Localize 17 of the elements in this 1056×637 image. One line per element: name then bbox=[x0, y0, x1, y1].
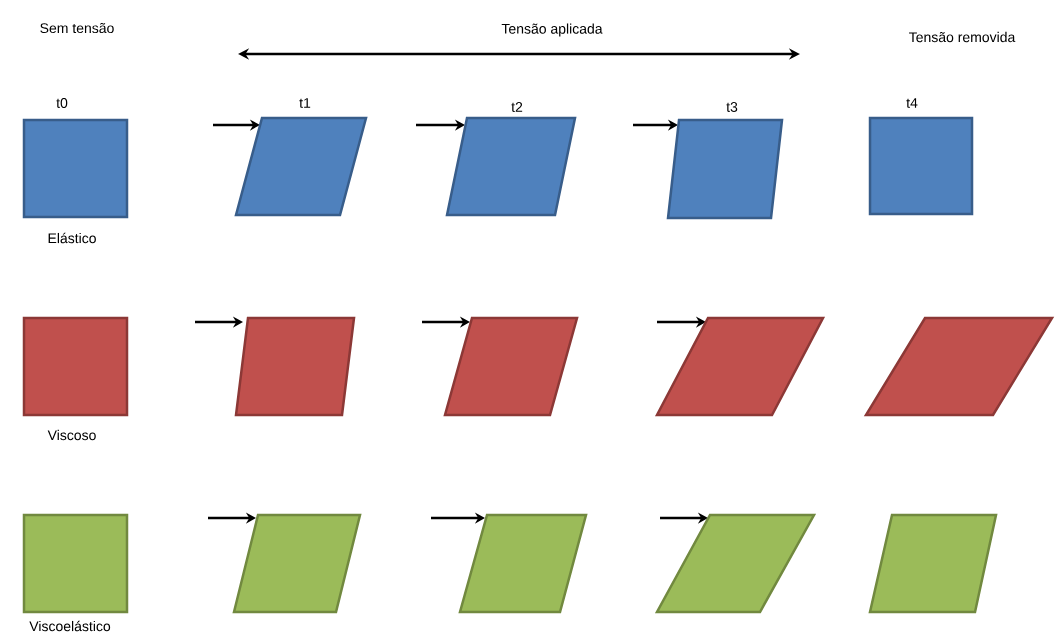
parallelogram-shape bbox=[234, 116, 368, 217]
parallelogram-shape bbox=[443, 316, 579, 417]
parallelogram-shape bbox=[868, 513, 998, 614]
column-heading: Tensão removida bbox=[909, 31, 1016, 43]
row-label: Elástico bbox=[48, 232, 96, 244]
row-label: Viscoso bbox=[47, 429, 96, 441]
square-shape bbox=[22, 513, 129, 614]
parallelogram-shape bbox=[232, 513, 362, 614]
parallelogram-shape bbox=[458, 513, 588, 614]
parallelogram-shape bbox=[666, 118, 784, 220]
square-shape bbox=[22, 118, 129, 219]
parallelogram-shape bbox=[234, 316, 356, 417]
parallelogram-shape bbox=[445, 116, 577, 217]
square-shape bbox=[22, 316, 129, 417]
square-shape bbox=[868, 116, 974, 216]
column-heading: Sem tensão bbox=[40, 22, 114, 34]
column-heading: Tensão aplicada bbox=[501, 23, 603, 37]
